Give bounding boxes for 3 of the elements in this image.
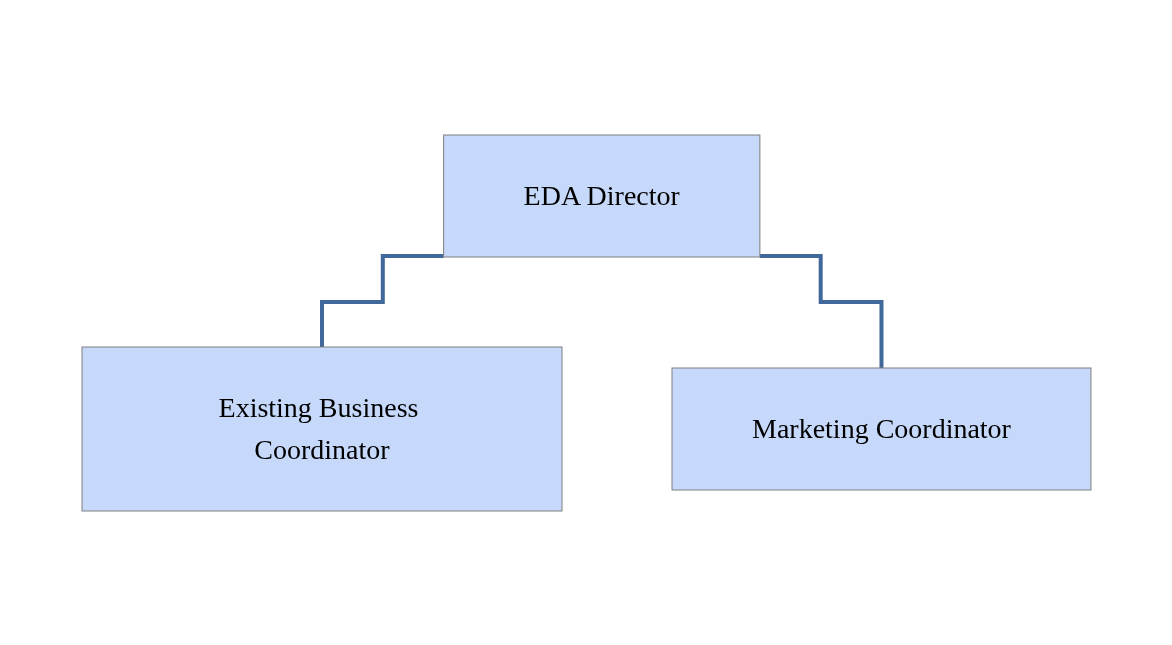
node-box: Existing Business Coordinator <box>81 346 562 511</box>
node-box: EDA Director <box>442 134 760 257</box>
node-box: Marketing Coordinator <box>671 367 1091 490</box>
